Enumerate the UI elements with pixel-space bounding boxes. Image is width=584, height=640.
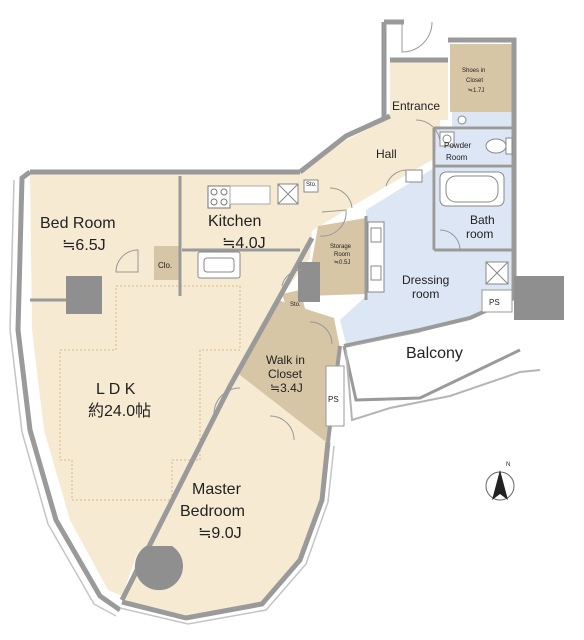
bathtub-icon (439, 171, 505, 207)
facade-window-line (9, 179, 117, 617)
bed-room-name: Bed Room (40, 215, 116, 232)
storage-small-label-2: Sto. (306, 182, 317, 188)
column (66, 276, 102, 314)
washing-machine-icon (485, 261, 509, 285)
door-swings (115, 21, 461, 441)
entrance-strip-fill (452, 112, 512, 128)
master-window-line (119, 445, 335, 625)
closet-small-fill (154, 246, 180, 280)
shoes-closet-fill (450, 44, 512, 112)
entrance-fill (390, 60, 448, 120)
dressing-room-fill (340, 168, 514, 344)
entrance-label: Entrance (392, 99, 440, 113)
entrance-light-icon (457, 115, 467, 125)
kitchen-name: Kitchen (208, 213, 261, 230)
storage-room-size: ≒0.5J (334, 260, 350, 266)
balcony-label: Balcony (406, 345, 463, 362)
balcony-sliding-door (349, 331, 421, 347)
column (298, 262, 320, 302)
round-pillar (135, 546, 183, 591)
sink-icon (197, 251, 241, 279)
living-area-fill (30, 168, 312, 596)
shoes-closet-size: ≒1.7J (468, 88, 484, 94)
hall-label: Hall (376, 147, 397, 161)
storage-room-line2: Room (334, 252, 350, 258)
kitchen-size: ≒4.0J (222, 235, 266, 252)
ps-box (325, 365, 345, 427)
stove-icon (207, 185, 231, 209)
bath-room-line2: room (466, 227, 493, 241)
cabinet-icon (303, 169, 423, 193)
master-bedroom-line1: Master (192, 481, 242, 498)
column (514, 276, 564, 320)
ps-box (481, 289, 513, 313)
ps-label-2: PS (328, 395, 339, 404)
ldk-name: L D K (96, 381, 136, 398)
refrigerator-icon (277, 183, 299, 205)
ldk-size: 約24.0帖 (88, 402, 151, 420)
shoes-closet-line2: Closet (466, 78, 483, 84)
walk-in-closet-line1: Walk in (266, 353, 305, 367)
dressing-room-line2: room (412, 287, 439, 301)
walk-in-closet-line2: Closet (268, 367, 303, 381)
vanity-icon (367, 221, 385, 293)
bed-room-size: ≒6.5J (62, 237, 106, 254)
powder-room-line2: Room (446, 153, 468, 162)
master-bedroom-line2: Bedroom (180, 503, 245, 520)
balcony-outline (345, 349, 541, 422)
compass-label: N (506, 462, 510, 468)
master-bedroom-size: ≒9.0J (198, 525, 242, 542)
hall-fill (300, 112, 440, 232)
ps-label-1: PS (489, 298, 500, 307)
closet-small-label: Clo. (158, 261, 172, 270)
bath-room-line1: Bath (470, 213, 495, 227)
storage-room-fill (306, 218, 366, 296)
walk-in-closet-fill (236, 300, 340, 442)
toilet-icon (485, 137, 513, 155)
powder-room-line1: Powder (444, 141, 471, 150)
storage-small-label-1: Sto. (290, 302, 301, 308)
walk-in-closet-size: ≒3.4J (270, 381, 303, 395)
compass-icon: N (485, 462, 515, 501)
dressing-room-line1: Dressing (402, 273, 449, 287)
kitchen-counter (229, 185, 271, 205)
shoes-closet-line1: Shoes in (462, 68, 485, 74)
storage-room-line1: Storage (330, 244, 352, 250)
